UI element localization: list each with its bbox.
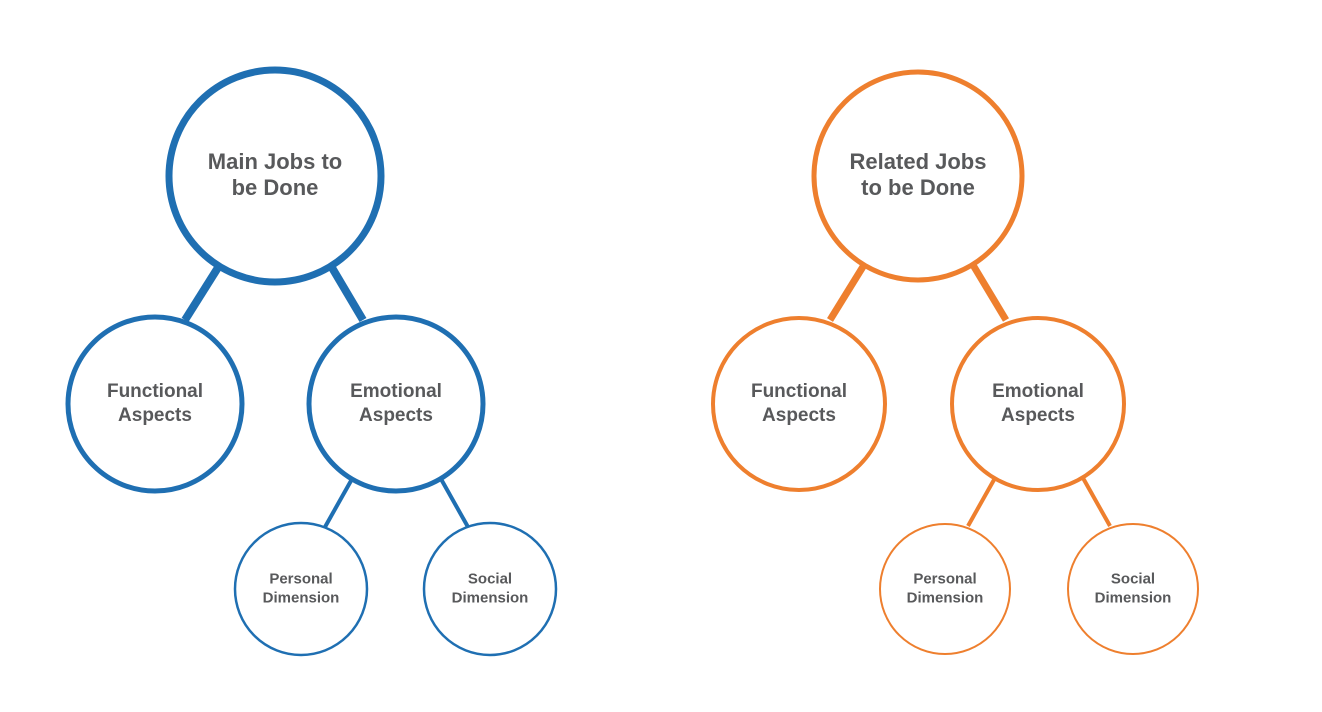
node-label-line: Dimension [1095, 589, 1172, 606]
connector-emotional-to-social [1081, 477, 1112, 527]
node-label-line: Aspects [1001, 405, 1075, 426]
node-label-line: Dimension [452, 589, 529, 606]
connector-main-to-emotional [969, 263, 1010, 322]
node-circle-related-jobs-to-be-done[interactable] [811, 69, 1025, 283]
node-label-line: Emotional [350, 381, 442, 402]
node-circle-personal-dimension[interactable] [233, 521, 369, 657]
node-label-line: Dimension [263, 589, 340, 606]
node-label-line: Emotional [992, 381, 1084, 402]
node-circle-functional-aspects[interactable] [711, 316, 887, 492]
connector-main-to-functional [827, 263, 867, 322]
node-label-line: Personal [269, 570, 332, 587]
node-label-line: Personal [913, 570, 976, 587]
node-label-line: Aspects [359, 405, 433, 426]
node-circle-emotional-aspects[interactable] [306, 314, 486, 494]
node-circle-emotional-aspects[interactable] [950, 316, 1126, 492]
node-label-line: Main Jobs to [208, 149, 342, 174]
node-circle-social-dimension[interactable] [422, 521, 558, 657]
node-label-line: Social [468, 570, 512, 587]
connector-emotional-to-social [439, 478, 470, 528]
connector-main-to-functional [181, 263, 223, 323]
node-label-line: Dimension [907, 589, 984, 606]
node-label-line: Aspects [762, 405, 836, 426]
node-label-line: be Done [232, 175, 319, 200]
connector-emotional-to-personal [323, 478, 354, 528]
node-circle-personal-dimension[interactable] [879, 523, 1011, 655]
connector-emotional-to-personal [966, 477, 997, 527]
node-label-line: Aspects [118, 405, 192, 426]
node-label-line: Social [1111, 570, 1155, 587]
node-label-line: to be Done [861, 175, 975, 200]
node-circle-functional-aspects[interactable] [65, 314, 245, 494]
node-circle-main-jobs-to-be-done[interactable] [165, 66, 385, 286]
node-circle-social-dimension[interactable] [1067, 523, 1199, 655]
node-label-line: Functional [107, 381, 203, 402]
connector-main-to-emotional [327, 263, 367, 323]
node-label-line: Functional [751, 381, 847, 402]
node-label-line: Related Jobs [850, 149, 987, 174]
